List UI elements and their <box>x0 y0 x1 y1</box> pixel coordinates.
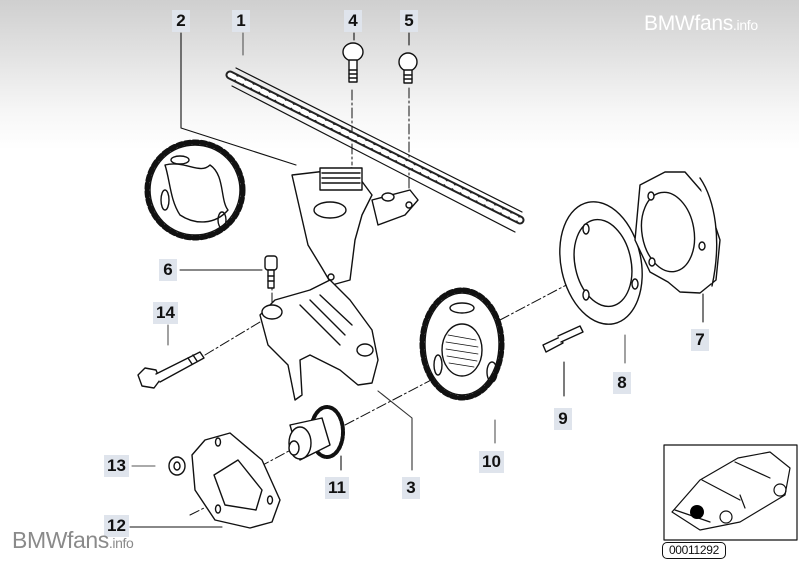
leader-2 <box>181 33 296 165</box>
watermark-top: BMWfans.info <box>644 12 758 36</box>
camshaft-sprocket <box>147 142 243 238</box>
screw-6 <box>265 256 277 288</box>
callout-10[interactable]: 10 <box>479 451 504 473</box>
callout-1[interactable]: 1 <box>232 10 250 32</box>
gasket-8 <box>549 194 653 332</box>
car-locator-icon <box>664 445 797 540</box>
bolt-5 <box>399 53 417 83</box>
watermark-top-main: BMWfans <box>644 12 733 35</box>
callout-5[interactable]: 5 <box>400 10 418 32</box>
callout-2[interactable]: 2 <box>172 10 190 32</box>
callout-4[interactable]: 4 <box>344 10 362 32</box>
callout-12[interactable]: 12 <box>104 515 129 537</box>
watermark-bottom-suffix: .info <box>108 535 134 551</box>
callout-3[interactable]: 3 <box>402 477 420 499</box>
watermark-bottom: BMWfans.info <box>12 527 134 554</box>
callout-7[interactable]: 7 <box>691 329 709 351</box>
callout-9[interactable]: 9 <box>554 408 572 430</box>
callout-8[interactable]: 8 <box>613 372 631 394</box>
nut-13 <box>169 457 185 475</box>
gasket-12 <box>192 433 280 528</box>
flange-7 <box>635 172 720 293</box>
callout-13[interactable]: 13 <box>104 455 129 477</box>
callout-14[interactable]: 14 <box>153 302 178 324</box>
bolt-4 <box>343 43 363 82</box>
stud-9 <box>543 326 583 352</box>
drive-gear-11 <box>289 407 343 460</box>
watermark-top-suffix: .info <box>732 17 758 33</box>
callout-11[interactable]: 11 <box>325 477 349 499</box>
diagram-reference-code: 00011292 <box>662 542 726 559</box>
watermark-bottom-main: BMWfans <box>12 527 109 553</box>
leader-lines <box>130 33 703 527</box>
bolt-14 <box>138 352 204 388</box>
tensioner-bracket <box>260 280 378 400</box>
callout-6[interactable]: 6 <box>159 259 177 281</box>
sprocket-10 <box>422 290 502 398</box>
leader-3 <box>378 391 412 470</box>
tensioner-rail <box>292 168 418 285</box>
timing-chain <box>230 68 522 232</box>
locator-highlight-dot <box>690 505 704 519</box>
